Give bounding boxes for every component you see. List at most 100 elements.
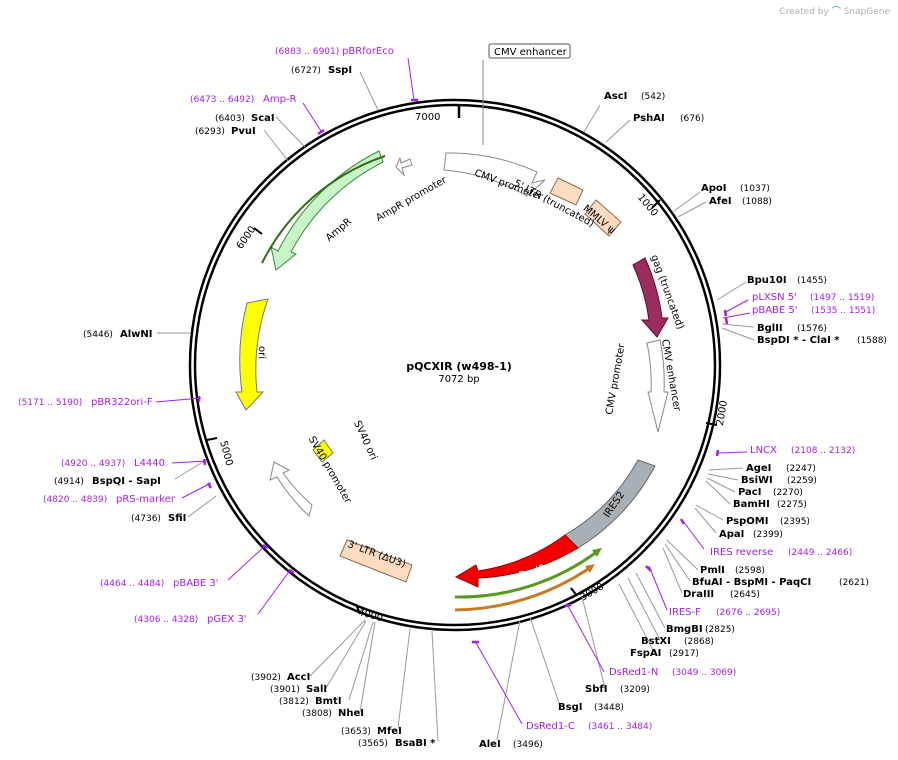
enzyme-bstxi[interactable]: BstXI xyxy=(641,636,671,647)
enzyme-bspqi[interactable]: BspQI - SapI xyxy=(92,476,161,487)
primer-plxsn5[interactable]: pLXSN 5' xyxy=(752,292,797,303)
dsred2-feature[interactable] xyxy=(454,534,579,588)
enzyme-asci[interactable]: AscI xyxy=(604,91,627,102)
enzyme-alwni[interactable]: AlwNI xyxy=(120,329,153,340)
green-arrow-feature xyxy=(454,549,599,599)
primer-pgex3[interactable]: pGEX 3' xyxy=(207,614,247,625)
enzyme-bsabi[interactable]: BsaBI * xyxy=(395,738,436,749)
enzyme-agei[interactable]: AgeI xyxy=(746,463,771,474)
snapgene-logo-icon: ⌒ xyxy=(831,7,841,17)
enzyme-apai[interactable]: ApaI xyxy=(719,529,744,540)
enzyme-afei[interactable]: AfeI xyxy=(709,196,732,207)
primer-lncx-pos: (2108 .. 2132) xyxy=(791,446,855,456)
primer-prsmarker-pos: (4820 .. 4839) xyxy=(43,495,107,505)
primer-iresf-pos: (2676 .. 2695) xyxy=(716,608,780,618)
primer-pbabe3[interactable]: pBABE 3' xyxy=(173,578,219,589)
primer-dsred1n[interactable]: DsRed1-N xyxy=(609,667,658,678)
enzyme-bsiwi[interactable]: BsiWI xyxy=(741,475,773,486)
enzyme-paci[interactable]: PacI xyxy=(738,487,761,498)
enzyme-pshai[interactable]: PshAI xyxy=(633,113,665,124)
label-sv40-ori: SV40 ori xyxy=(351,419,379,462)
tick-4000: 4000 xyxy=(357,607,384,624)
enzyme-scai[interactable]: ScaI xyxy=(251,113,275,124)
enzyme-sbfi-pos: (3209) xyxy=(620,685,650,695)
tick-5000: 5000 xyxy=(217,440,234,467)
tick-6000: 6000 xyxy=(235,224,259,251)
enzyme-afei-pos: (1088) xyxy=(742,197,772,207)
ltr3-feature[interactable] xyxy=(339,539,413,583)
enzyme-pspomi[interactable]: PspOMI xyxy=(726,516,768,527)
enzyme-asci-pos: (542) xyxy=(641,92,665,102)
primer-iresf[interactable]: IRES-F xyxy=(669,607,701,618)
enzyme-draiii[interactable]: DraIII xyxy=(683,589,714,600)
enzyme-bpu10i[interactable]: Bpu10I xyxy=(747,275,787,286)
enzyme-nhei[interactable]: NheI xyxy=(338,708,364,719)
mmlv-psi-feature[interactable] xyxy=(584,199,622,237)
primer-pbrforeco-pos: (6883 .. 6901) xyxy=(275,47,339,57)
primer-lncx[interactable]: LNCX xyxy=(750,445,777,456)
cmv-promoter-feature[interactable] xyxy=(443,152,546,197)
watermark-prefix: Created by xyxy=(779,7,829,17)
primer-iresrev[interactable]: IRES reverse xyxy=(710,547,773,558)
enzyme-sfii[interactable]: SfiI xyxy=(168,513,186,524)
primer-ampr-pos: (6473 .. 6492) xyxy=(190,95,254,105)
enzyme-sbfi[interactable]: SbfI xyxy=(585,684,607,695)
enzyme-sspi-pos: (6727) xyxy=(291,66,321,76)
cmv-enhancer-callout[interactable] xyxy=(488,43,571,59)
primer-l4440[interactable]: L4440 xyxy=(134,458,165,469)
primer-pbr322ori[interactable]: pBR322ori-F xyxy=(91,397,153,408)
primer-dsred1c[interactable]: DsRed1-C xyxy=(526,721,575,732)
enzyme-sali[interactable]: SalI xyxy=(306,684,327,695)
enzyme-draiii-pos: (2645) xyxy=(730,590,760,600)
primer-pbr322ori-pos: (5171 .. 5190) xyxy=(18,398,82,408)
enzyme-pvui[interactable]: PvuI xyxy=(231,126,256,137)
enzyme-acci-pos: (3902) xyxy=(251,673,281,683)
enzyme-alei-pos: (3496) xyxy=(513,740,543,750)
enzyme-pspomi-pos: (2395) xyxy=(780,517,810,527)
enzyme-apai-pos: (2399) xyxy=(753,530,783,540)
enzyme-mfei-pos: (3653) xyxy=(341,727,371,737)
label-ori: ori xyxy=(256,346,267,359)
enzyme-bspdi[interactable]: BspDI * - ClaI * xyxy=(757,335,840,346)
plasmid-name: pQCXIR (w498-1) xyxy=(406,360,512,373)
enzyme-apoi[interactable]: ApoI xyxy=(701,183,727,194)
enzyme-paci-pos: (2270) xyxy=(773,488,803,498)
sv40-ori-feature[interactable] xyxy=(312,439,334,463)
gag-feature[interactable] xyxy=(632,257,669,338)
enzyme-bmgbi[interactable]: BmgBI xyxy=(666,624,703,635)
ampr-promoter-feature[interactable] xyxy=(395,156,413,177)
label-sv40-promoter: SV40 promoter xyxy=(306,435,354,507)
enzyme-bfuai[interactable]: BfuAI - BspMI - PaqCI xyxy=(692,577,811,588)
enzyme-bglii[interactable]: BglII xyxy=(757,323,783,334)
primer-iresrev-pos: (2449 .. 2466) xyxy=(788,548,852,558)
enzyme-pshai-pos: (676) xyxy=(680,114,704,124)
enzyme-alei[interactable]: AleI xyxy=(479,739,501,750)
enzyme-bmgbi-pos: (2825) xyxy=(705,625,735,635)
primer-prsmarker[interactable]: pRS-marker xyxy=(116,494,176,505)
enzyme-mfei[interactable]: MfeI xyxy=(377,726,402,737)
primer-dsred1c-pos: (3461 .. 3484) xyxy=(588,722,652,732)
snapgene-watermark: Created by ⌒ SnapGene xyxy=(779,4,890,17)
enzyme-sspi[interactable]: SspI xyxy=(328,65,352,76)
enzyme-bmti[interactable]: BmtI xyxy=(315,696,342,707)
enzyme-acci[interactable]: AccI xyxy=(287,672,310,683)
primer-pbabe3-pos: (4464 .. 4484) xyxy=(100,579,164,589)
primer-lines xyxy=(155,57,751,725)
cmv-enhancer-feature[interactable] xyxy=(646,339,669,433)
enzyme-bsiwi-pos: (2259) xyxy=(787,476,817,486)
primer-ampr[interactable]: Amp-R xyxy=(263,94,297,105)
enzyme-bsgi[interactable]: BsgI xyxy=(558,702,582,713)
label-cmv-enhancer: CMV enhancer xyxy=(494,47,568,58)
primer-pbrforeco[interactable]: pBRforEco xyxy=(342,46,394,57)
ltr5-feature[interactable] xyxy=(549,177,584,206)
ori-feature[interactable] xyxy=(235,298,269,411)
ampr-feature[interactable] xyxy=(270,150,384,271)
primer-markers xyxy=(197,98,729,644)
enzyme-pmli[interactable]: PmlI xyxy=(700,565,725,576)
enzyme-fspai[interactable]: FspAI xyxy=(630,648,661,659)
sv40-promoter-feature[interactable] xyxy=(269,461,313,517)
enzyme-sites-left xyxy=(157,71,439,742)
enzyme-bamhi[interactable]: BamHI xyxy=(733,499,770,510)
primer-pbabe5[interactable]: pBABE 5' xyxy=(752,305,798,316)
primer-plxsn5-pos: (1497 .. 1519) xyxy=(810,293,874,303)
